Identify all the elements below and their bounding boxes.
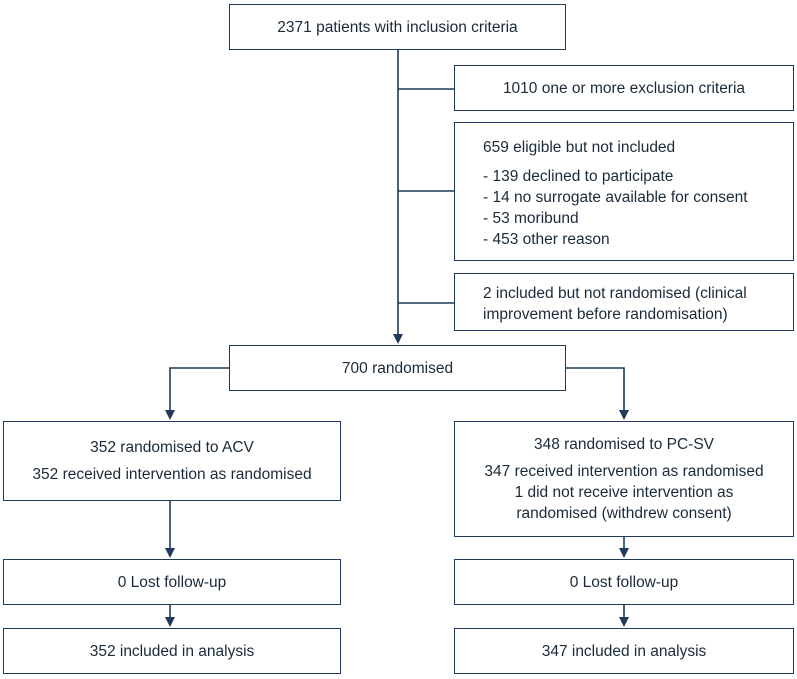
acv-title: 352 randomised to ACV (90, 439, 254, 456)
exclusion-box: 1010 one or more exclusion criteria (454, 65, 794, 111)
not-randomised-box: 2 included but not randomised (clinical … (454, 273, 794, 331)
pcsv-arm-box: 348 randomised to PC-SV 347 received int… (454, 421, 794, 537)
pcsv-received: 347 received intervention as randomised (484, 463, 764, 480)
pcsv-not-received-line2: randomised (withdrew consent) (516, 505, 732, 522)
arrow-to-acv (165, 367, 229, 420)
acv-arm-box: 352 randomised to ACV 352 received inter… (3, 421, 341, 501)
pcsv-not-received-line1: 1 did not receive intervention as (514, 484, 734, 501)
acv-lost-followup-text: 0 Lost follow-up (117, 573, 227, 591)
pcsv-analysis-box: 347 included in analysis (454, 628, 794, 674)
pcsv-title: 348 randomised to PC-SV (533, 436, 715, 453)
randomised-box: 700 randomised (229, 345, 566, 391)
eligible-title: 659 eligible but not included (483, 139, 676, 156)
eligible-reasons-list: - 139 declined to participate - 14 no su… (483, 166, 793, 250)
inclusion-text: 2371 patients with inclusion criteria (277, 18, 518, 36)
acv-analysis-box: 352 included in analysis (3, 628, 341, 674)
acv-analysis-text: 352 included in analysis (89, 642, 255, 660)
exclusion-text: 1010 one or more exclusion criteria (502, 79, 746, 97)
acv-lost-followup-box: 0 Lost follow-up (3, 559, 341, 605)
acv-received: 352 received intervention as randomised (32, 466, 312, 483)
pcsv-analysis-text: 347 included in analysis (541, 642, 707, 660)
eligible-not-included-box: 659 eligible but not included - 139 decl… (454, 122, 794, 261)
pcsv-lost-followup-box: 0 Lost follow-up (454, 559, 794, 605)
eligible-reason: - 453 other reason (483, 231, 610, 248)
eligible-reason: - 139 declined to participate (483, 168, 674, 185)
randomised-text: 700 randomised (341, 359, 454, 377)
not-randomised-line1: 2 included but not randomised (clinical (483, 285, 747, 302)
eligible-reason: - 14 no surrogate available for consent (483, 189, 748, 206)
eligible-reason: - 53 moribund (483, 210, 579, 227)
not-randomised-line2: improvement before randomisation) (483, 306, 728, 323)
pcsv-lost-followup-text: 0 Lost follow-up (569, 573, 679, 591)
arrow-to-pcsv (566, 367, 629, 420)
inclusion-box: 2371 patients with inclusion criteria (229, 4, 566, 50)
